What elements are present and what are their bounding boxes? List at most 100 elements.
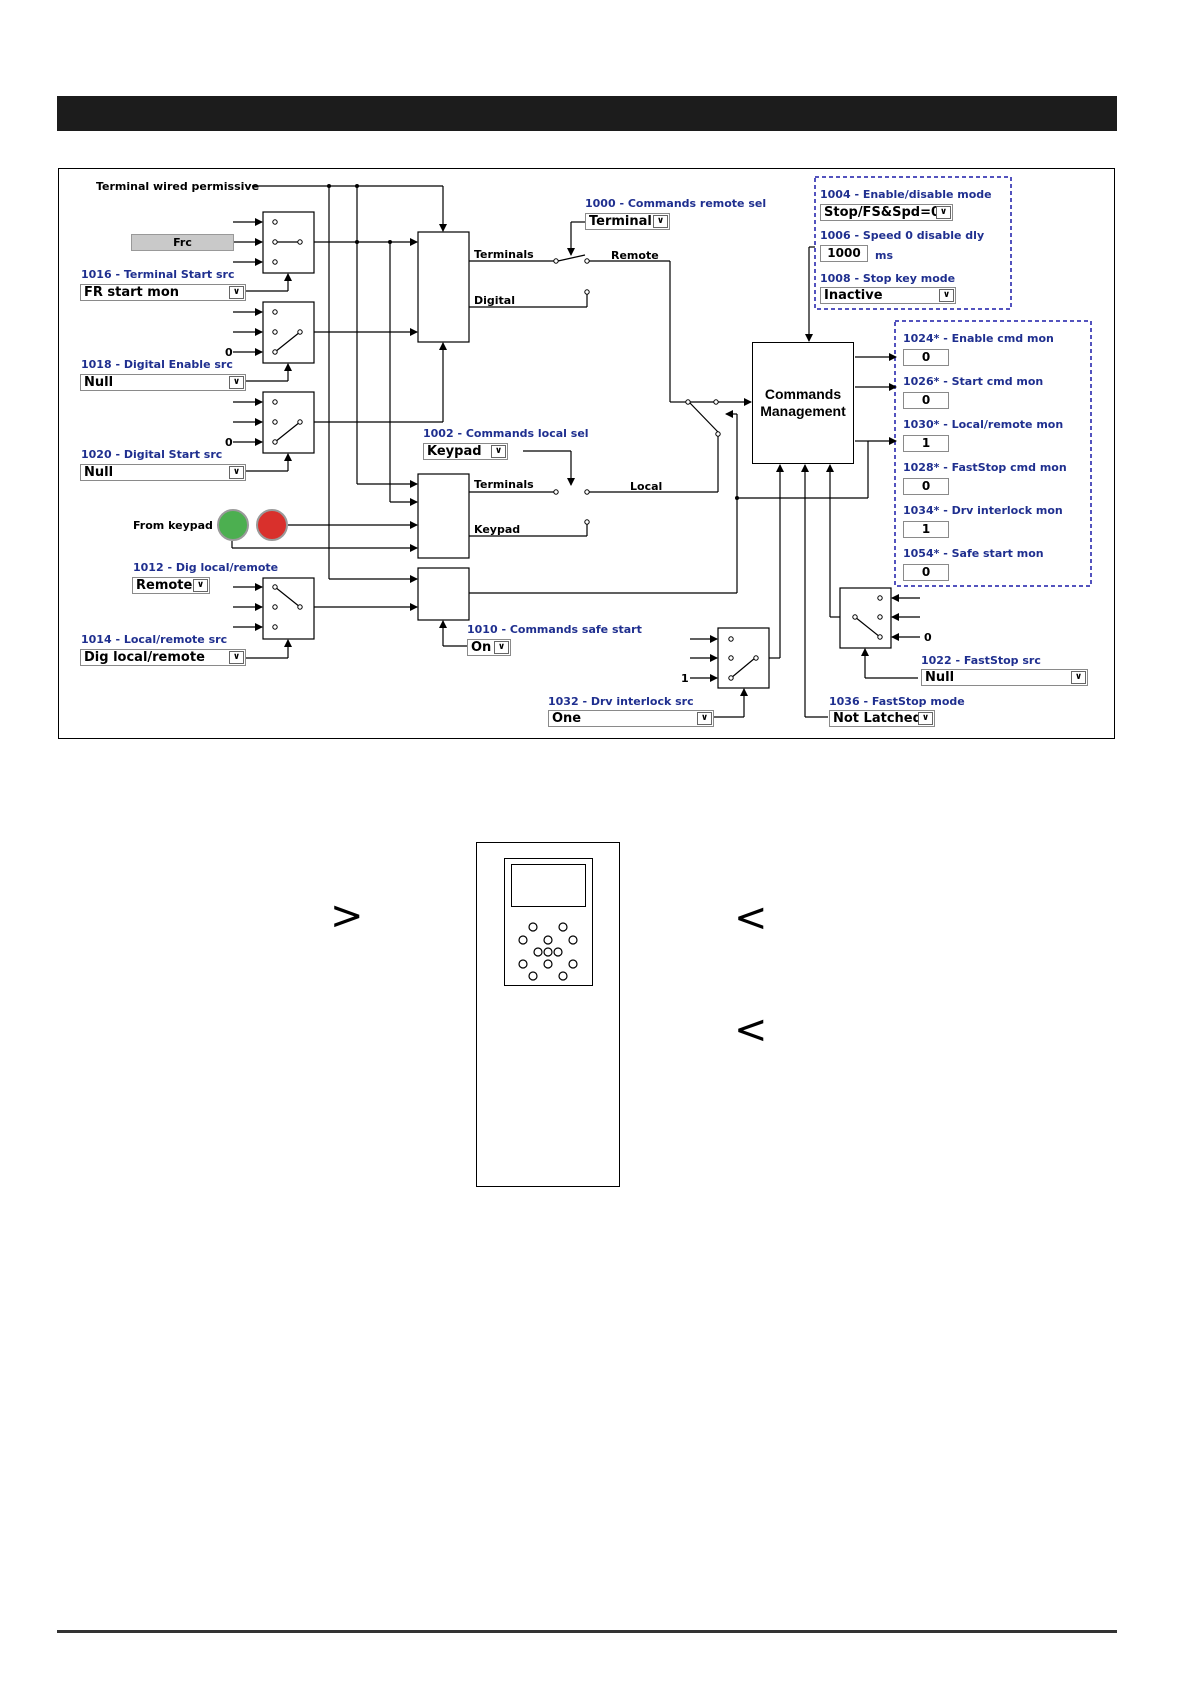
chevron-down-icon: ∨ (229, 286, 244, 299)
chevron-down-icon: ∨ (1071, 671, 1086, 684)
param-1036-dropdown[interactable]: Not Latched∨ (829, 710, 935, 727)
drive-device-outline (476, 842, 620, 1187)
param-1016-label: 1016 - Terminal Start src (81, 268, 235, 281)
chevron-down-icon: ∨ (939, 289, 954, 302)
safe-start-block (417, 567, 470, 621)
stop-button[interactable] (256, 509, 288, 541)
param-1012-value: Remote (136, 578, 193, 593)
digital-label: Digital (474, 294, 515, 307)
param-1002-dropdown[interactable]: Keypad ∨ (423, 443, 508, 460)
monitor-1030-label: 1030* - Local/remote mon (903, 418, 1064, 431)
param-1022-dropdown[interactable]: Null ∨ (921, 669, 1088, 686)
frc-box: Frc (131, 234, 234, 251)
chevron-down-icon: ∨ (494, 641, 509, 654)
monitor-1054-value: 0 (903, 564, 949, 581)
param-1010-dropdown[interactable]: On∨ (467, 639, 511, 656)
param-1008-dropdown[interactable]: Inactive ∨ (820, 287, 956, 304)
param-1004-value: Stop/FS&Spd=0 (824, 205, 941, 220)
param-1000-label: 1000 - Commands remote sel (585, 197, 767, 210)
terminals-label: Terminals (474, 248, 534, 261)
monitor-1026-value: 0 (903, 392, 949, 409)
chevron-down-icon: ∨ (653, 215, 668, 228)
switch-block-1018 (262, 301, 315, 364)
terminals-label: Terminals (474, 478, 534, 491)
monitor-1054-label: 1054* - Safe start mon (903, 547, 1044, 560)
chevron-down-icon: ∨ (918, 712, 933, 725)
arrow-left-glyph: < (734, 1007, 768, 1053)
keypad-logic-block (417, 473, 470, 559)
param-1010-label: 1010 - Commands safe start (467, 623, 642, 636)
param-1018-label: 1018 - Digital Enable src (81, 358, 233, 371)
param-1002-value: Keypad (427, 444, 482, 459)
switch-block-1012 (262, 577, 315, 640)
param-1010-value: On (471, 640, 492, 655)
param-1018-dropdown[interactable]: Null ∨ (80, 374, 246, 391)
chevron-down-icon: ∨ (697, 712, 712, 725)
chevron-down-icon: ∨ (193, 579, 208, 592)
arrow-left-glyph: < (734, 895, 768, 941)
local-label: Local (630, 480, 663, 493)
param-1032-dropdown[interactable]: One ∨ (548, 710, 714, 727)
monitor-1034-label: 1034* - Drv interlock mon (903, 504, 1063, 517)
header-bar (57, 96, 1117, 131)
switch-block-1020 (262, 391, 315, 454)
monitor-1026-label: 1026* - Start cmd mon (903, 375, 1044, 388)
from-keypad-label: From keypad (133, 519, 213, 532)
param-1018-value: Null (84, 375, 114, 390)
param-1014-dropdown[interactable]: Dig local/remote ∨ (80, 649, 246, 666)
param-1032-value: One (552, 711, 582, 726)
keypad-screen (511, 864, 586, 907)
param-1008-value: Inactive (824, 288, 883, 303)
param-1006-input[interactable]: 1000 (820, 245, 868, 262)
param-1008-label: 1008 - Stop key mode (820, 272, 956, 285)
chevron-down-icon: ∨ (229, 651, 244, 664)
param-1004-label: 1004 - Enable/disable mode (820, 188, 992, 201)
enable-mode-dashed-box (814, 176, 1012, 310)
zero-label: 0 (225, 346, 233, 359)
zero-label: 0 (225, 436, 233, 449)
diagram-frame (58, 168, 1115, 739)
chevron-down-icon: ∨ (491, 445, 506, 458)
remote-label: Remote (611, 249, 659, 262)
param-1000-dropdown[interactable]: Terminal∨ (585, 213, 670, 230)
param-1016-value: FR start mon (84, 285, 180, 300)
footer-rule (57, 1630, 1117, 1633)
monitor-1034-value: 1 (903, 521, 949, 538)
start-button[interactable] (217, 509, 249, 541)
param-1022-value: Null (925, 670, 955, 685)
commands-management-block: Commands Management (752, 342, 854, 464)
param-1020-label: 1020 - Digital Start src (81, 448, 223, 461)
monitor-dashed-box (894, 320, 1092, 587)
param-1020-dropdown[interactable]: Null ∨ (80, 464, 246, 481)
param-1012-label: 1012 - Dig local/remote (133, 561, 279, 574)
param-1002-label: 1002 - Commands local sel (423, 427, 589, 440)
monitor-1024-label: 1024* - Enable cmd mon (903, 332, 1054, 345)
switch-block-1032 (717, 627, 770, 689)
param-1014-value: Dig local/remote (84, 650, 205, 665)
terminal-wired-permissive-label: Terminal wired permissive (96, 180, 260, 193)
param-1000-value: Terminal (589, 214, 652, 229)
keypad-buttons (518, 922, 578, 981)
param-1036-value: Not Latched (833, 711, 922, 726)
one-label: 1 (681, 672, 689, 685)
chevron-down-icon: ∨ (229, 376, 244, 389)
arrow-right-glyph: > (330, 893, 364, 939)
param-1014-label: 1014 - Local/remote src (81, 633, 228, 646)
monitor-1028-value: 0 (903, 478, 949, 495)
param-1016-dropdown[interactable]: FR start mon ∨ (80, 284, 246, 301)
param-1006-label: 1006 - Speed 0 disable dly (820, 229, 985, 242)
param-1020-value: Null (84, 465, 114, 480)
commands-management-line2: Management (760, 403, 846, 419)
chevron-down-icon: ∨ (229, 466, 244, 479)
param-1036-label: 1036 - FastStop mode (829, 695, 965, 708)
param-1006-unit: ms (875, 249, 894, 262)
monitor-1024-value: 0 (903, 349, 949, 366)
commands-management-line1: Commands (764, 386, 842, 402)
chevron-down-icon: ∨ (936, 206, 951, 219)
keypad-label: Keypad (474, 523, 521, 536)
monitor-1030-value: 1 (903, 435, 949, 452)
param-1012-dropdown[interactable]: Remote∨ (132, 577, 210, 594)
param-1004-dropdown[interactable]: Stop/FS&Spd=0∨ (820, 204, 953, 221)
keypad-panel (504, 858, 593, 986)
